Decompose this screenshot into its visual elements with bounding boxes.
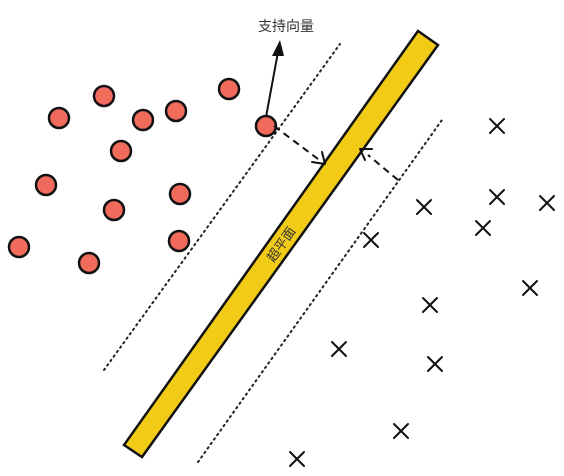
data-point-circle bbox=[109, 139, 133, 163]
class-a-points bbox=[7, 77, 278, 275]
margin-distance-arrow-upper bbox=[273, 125, 326, 165]
data-point-circle bbox=[92, 84, 116, 108]
data-point-circle bbox=[7, 235, 31, 259]
support-vector-label: 支持向量 bbox=[258, 19, 314, 35]
data-point-cross bbox=[416, 199, 432, 215]
data-point-cross bbox=[522, 280, 538, 296]
data-point-circle bbox=[168, 182, 192, 206]
support-vector-arrow bbox=[265, 40, 284, 118]
data-point-circle bbox=[77, 251, 101, 275]
data-point-circle bbox=[131, 108, 155, 132]
margin-line-lower bbox=[197, 119, 443, 463]
data-point-circle bbox=[164, 99, 188, 123]
data-point-circle bbox=[34, 173, 58, 197]
data-point-cross bbox=[363, 232, 379, 248]
data-point-cross bbox=[489, 118, 505, 134]
data-point-cross bbox=[393, 423, 409, 439]
data-point-circle bbox=[167, 229, 191, 253]
margin-line-upper bbox=[103, 43, 341, 371]
support-vector-circle bbox=[254, 114, 278, 138]
hyperplane-band bbox=[122, 29, 440, 459]
data-point-cross bbox=[422, 297, 438, 313]
data-point-cross bbox=[427, 356, 443, 372]
margin-distance-arrow-lower bbox=[359, 148, 399, 181]
data-point-circle bbox=[47, 106, 71, 130]
data-point-cross bbox=[475, 220, 491, 236]
data-point-circle bbox=[217, 77, 241, 101]
data-point-cross bbox=[289, 451, 305, 467]
data-point-circle bbox=[102, 198, 126, 222]
data-point-cross bbox=[331, 341, 347, 357]
data-point-cross bbox=[539, 195, 555, 211]
data-point-cross bbox=[489, 189, 505, 205]
class-b-points bbox=[289, 118, 555, 467]
